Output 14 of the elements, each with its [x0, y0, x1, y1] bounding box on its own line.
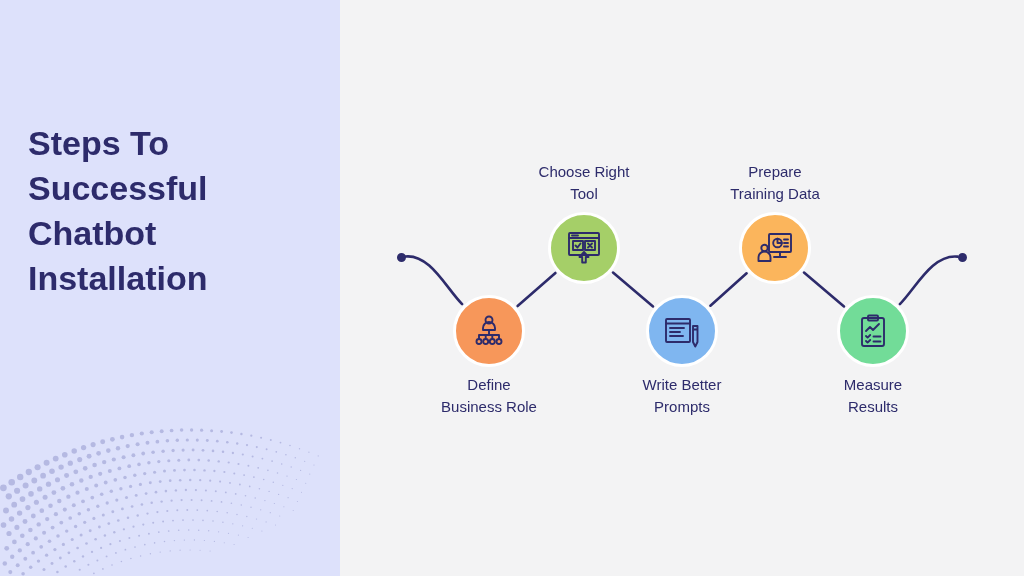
endpoint-dot: [957, 252, 967, 262]
step-label: Write Better Prompts: [641, 375, 723, 417]
endpoint-dot: [396, 252, 406, 262]
step-label: Prepare Training Data: [729, 162, 821, 204]
connector-line: [898, 255, 959, 306]
step-label: Measure Results: [842, 375, 904, 417]
step-label: Choose Right Tool: [537, 162, 631, 204]
connector-line: [404, 255, 464, 306]
connector-line: [802, 271, 846, 308]
diagram-title: Steps To Successful Chatbot Installation: [28, 123, 209, 299]
connector-line: [709, 272, 748, 307]
step-label: Define Business Role: [440, 375, 538, 417]
connector-line: [611, 271, 655, 308]
connector-line: [516, 271, 557, 308]
